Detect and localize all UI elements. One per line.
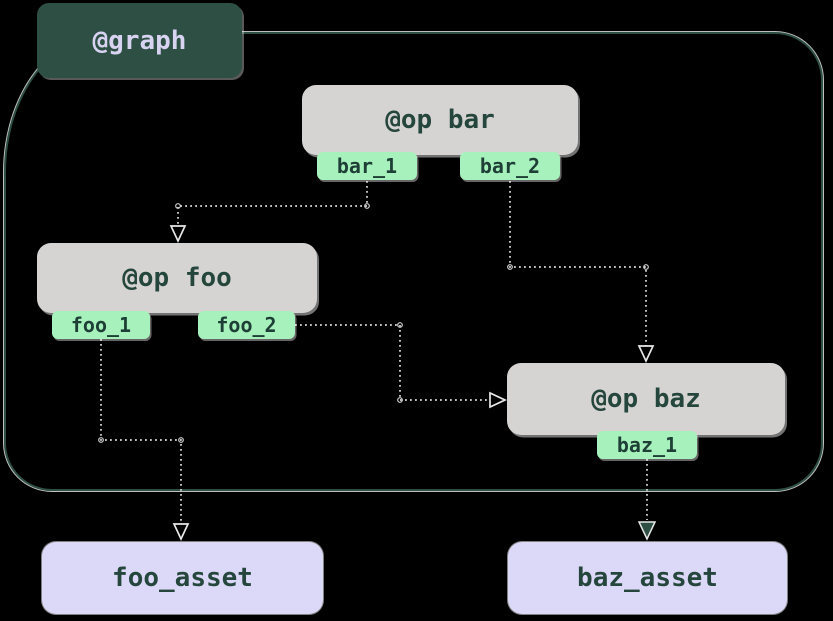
op-baz-title: @op baz xyxy=(591,384,701,414)
graph-container-outline xyxy=(3,31,824,492)
graph-label: @graph xyxy=(37,3,242,78)
op-node-baz: @op baz xyxy=(507,363,785,435)
edge-bar2-to-op-baz xyxy=(507,181,655,364)
asset-node-foo-asset: foo_asset xyxy=(42,542,323,614)
edge-bar1-to-op-foo xyxy=(169,181,370,244)
output-tag-baz-1: baz_1 xyxy=(597,431,697,459)
edge-foo1-to-foo-asset xyxy=(98,339,190,542)
op-node-foo: @op foo xyxy=(37,243,317,313)
edge-foo2-to-op-baz xyxy=(295,322,508,409)
output-tag-bar-2: bar_2 xyxy=(460,152,560,180)
output-tag-foo-2: foo_2 xyxy=(198,311,295,339)
op-foo-title: @op foo xyxy=(122,263,232,293)
edge-baz1-to-baz-asset xyxy=(637,459,657,541)
asset-node-baz-asset: baz_asset xyxy=(508,542,787,614)
output-tag-bar-1: bar_1 xyxy=(317,152,417,180)
op-bar-title: @op bar xyxy=(385,105,495,135)
op-node-bar: @op bar xyxy=(302,85,578,155)
output-tag-foo-1: foo_1 xyxy=(52,311,150,339)
